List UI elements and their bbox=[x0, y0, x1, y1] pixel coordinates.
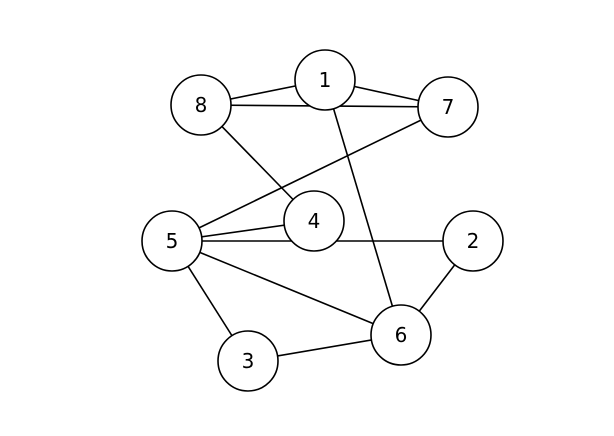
node-label: 3 bbox=[242, 349, 255, 373]
node-8: 8 bbox=[170, 74, 232, 136]
node-label: 8 bbox=[195, 93, 208, 117]
node-circle bbox=[141, 210, 203, 272]
node-1: 1 bbox=[294, 49, 356, 111]
edge-1-6 bbox=[324, 79, 402, 336]
node-circle bbox=[217, 330, 279, 392]
node-circle bbox=[442, 210, 504, 272]
node-label: 4 bbox=[308, 209, 321, 233]
nodes-layer: 1 2 3 4 5 6 7 8 bbox=[141, 49, 504, 392]
node-circle bbox=[283, 190, 345, 252]
node-label: 1 bbox=[319, 68, 332, 92]
node-5: 5 bbox=[141, 210, 203, 272]
node-circle bbox=[170, 74, 232, 136]
edge-5-6 bbox=[171, 240, 402, 336]
node-label: 6 bbox=[395, 323, 408, 347]
node-label: 2 bbox=[467, 229, 480, 253]
node-label: 7 bbox=[442, 95, 455, 119]
node-circle bbox=[294, 49, 356, 111]
node-2: 2 bbox=[442, 210, 504, 272]
node-3: 3 bbox=[217, 330, 279, 392]
node-4: 4 bbox=[283, 190, 345, 252]
node-label: 5 bbox=[166, 229, 179, 253]
node-circle bbox=[417, 76, 479, 138]
node-7: 7 bbox=[417, 76, 479, 138]
node-6: 6 bbox=[370, 304, 432, 366]
node-circle bbox=[370, 304, 432, 366]
edge-7-5 bbox=[171, 106, 449, 242]
